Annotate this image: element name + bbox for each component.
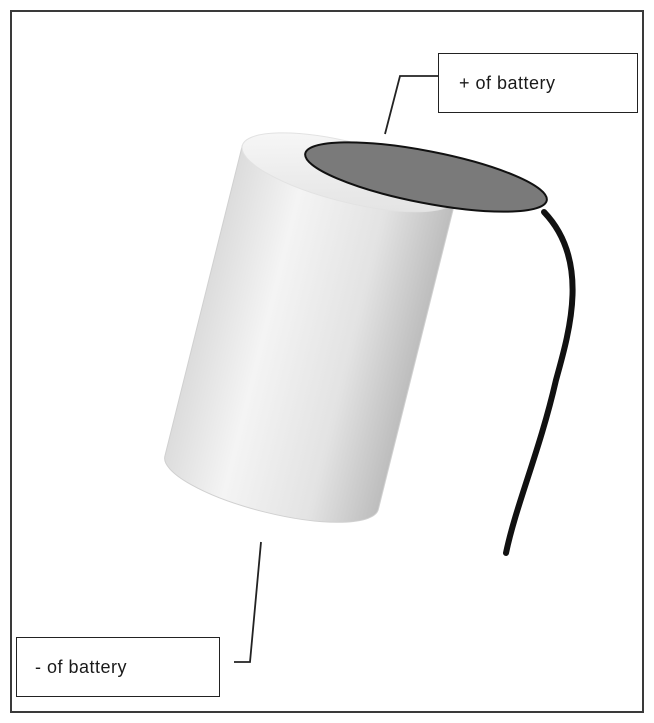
negative-terminal-label: - of battery xyxy=(16,637,220,697)
positive-terminal-label-text: + of battery xyxy=(459,72,556,93)
contact-wire xyxy=(503,209,576,556)
contact-plate xyxy=(304,141,548,213)
positive-terminal-label: + of battery xyxy=(438,53,638,113)
negative-leader-line xyxy=(234,541,262,663)
negative-terminal-label-text: - of battery xyxy=(35,656,128,677)
positive-leader-line xyxy=(384,75,438,135)
battery-body xyxy=(164,145,457,523)
